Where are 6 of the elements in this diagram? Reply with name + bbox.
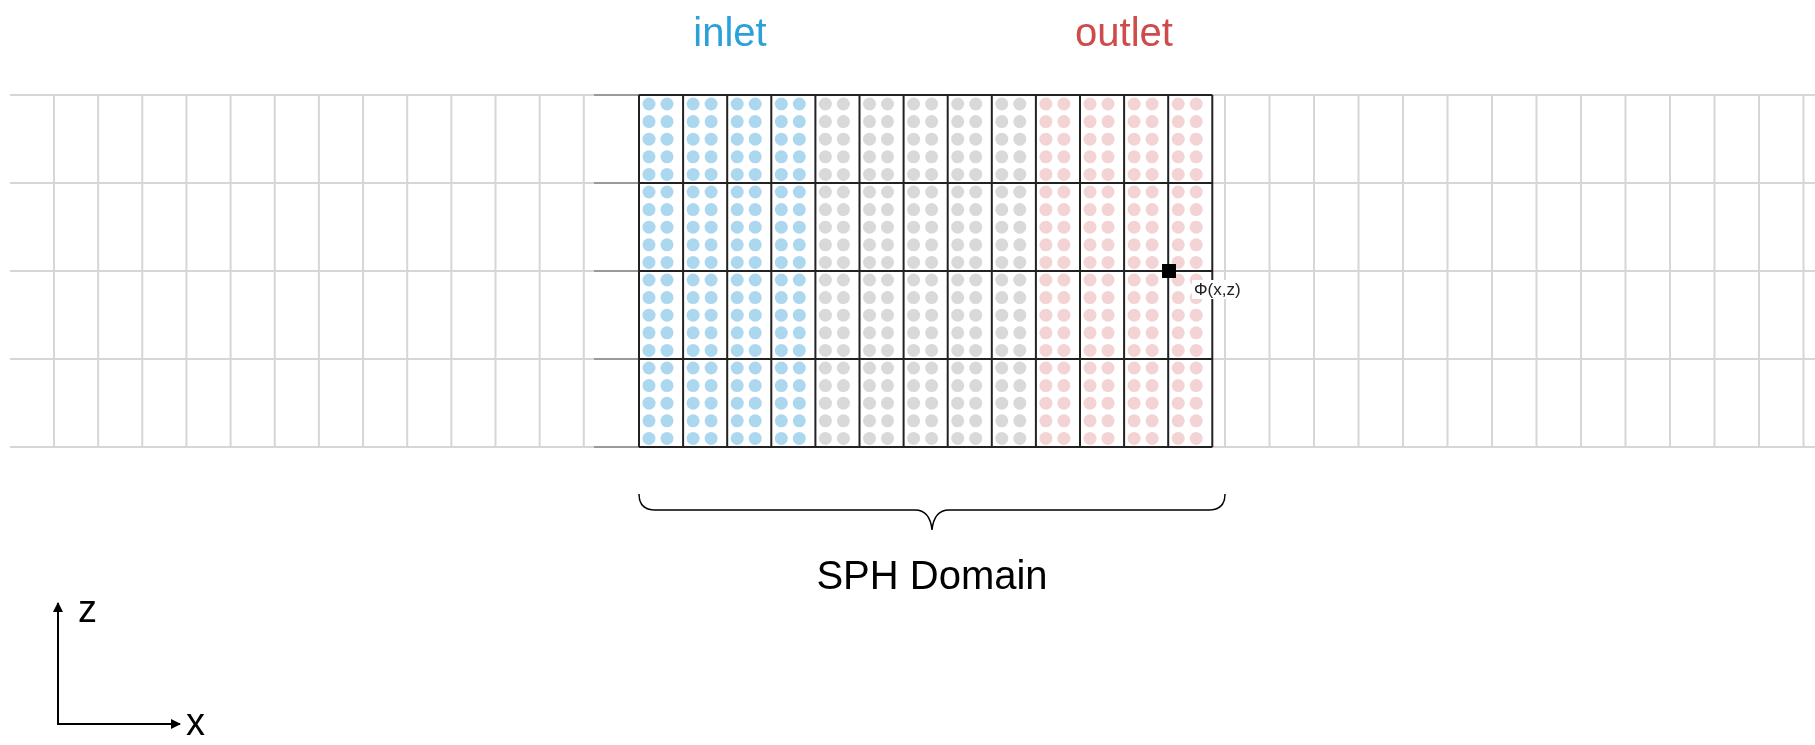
outlet-label: outlet [1075,12,1173,52]
point-label: Φ(x,z) [1192,280,1243,299]
inlet-label: inlet [693,12,767,52]
domain-label: SPH Domain [816,555,1048,595]
axis-label: x [186,703,205,741]
axis-label: z [78,590,97,628]
